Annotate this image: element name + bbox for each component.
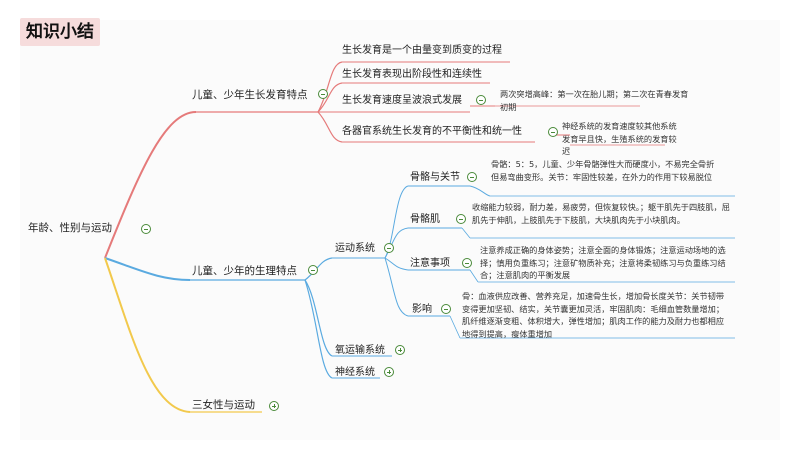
collapse-icon[interactable] (318, 89, 328, 99)
bone-joint-note: 骨骼：5：5，儿童、少年骨骼弹性大而硬度小，不易完全骨折但易弯曲变形。关节：牢固… (491, 159, 715, 182)
growth-item-2[interactable]: 生长发育表现出阶段性和连续性 (342, 69, 482, 80)
precautions-note: 注意养成正确的身体姿势；注意全面的身体锻炼；注意运动场地的选择；慎用负重练习；注… (480, 245, 726, 280)
collapse-icon[interactable] (462, 258, 472, 268)
precautions-node[interactable]: 注意事项 (410, 258, 450, 269)
skeletal-muscle-node[interactable]: 骨骼肌 (410, 214, 440, 225)
bone-joint-node[interactable]: 骨骼与关节 (410, 172, 460, 183)
influence-node[interactable]: 影响 (412, 304, 432, 315)
expand-icon[interactable] (395, 345, 405, 355)
root-node[interactable]: 年龄、性别与运动 (28, 222, 112, 234)
collapse-icon[interactable] (441, 304, 451, 314)
collapse-icon[interactable] (384, 243, 394, 253)
motor-system-node[interactable]: 运动系统 (335, 243, 375, 254)
collapse-icon[interactable] (456, 214, 466, 224)
balance-note: 神经系统的发育速度较其他系统发育早且快，生殖系统的发育较迟 (562, 121, 677, 156)
wave-note: 两次突增高峰：第一次在胎儿期；第二次在青春发育初期 (500, 89, 689, 112)
growth-item-1[interactable]: 生长发育是一个由量变到质变的过程 (342, 45, 502, 56)
expand-icon[interactable] (269, 401, 279, 411)
branch-female-node[interactable]: 三女性与运动 (192, 399, 255, 411)
section-title-tag: 知识小结 (20, 18, 100, 46)
collapse-icon[interactable] (308, 265, 318, 275)
collapse-icon[interactable] (141, 224, 151, 234)
skeletal-muscle-note: 收缩能力较弱，耐力差，易疲劳，但恢复较快。；躯干肌先于四肢肌，屈肌先于伸肌，上肢… (472, 202, 730, 225)
collapse-icon[interactable] (548, 127, 558, 137)
branch-growth-node[interactable]: 儿童、少年生长发育特点 (192, 89, 308, 101)
branch-physiology-node[interactable]: 儿童、少年的生理特点 (192, 265, 297, 277)
growth-item-3[interactable]: 生长发育速度呈波浪式发展 (342, 95, 462, 106)
collapse-icon[interactable] (467, 172, 477, 182)
collapse-icon[interactable] (476, 95, 486, 105)
influence-note: 骨：血液供应改善、营养充足，加速骨生长，增加骨长度关节：关节韧带变得更加坚韧、结… (462, 291, 725, 339)
expand-icon[interactable] (384, 367, 394, 377)
nervous-system-node[interactable]: 神经系统 (335, 367, 375, 378)
oxygen-transport-node[interactable]: 氧运输系统 (335, 345, 385, 356)
growth-item-4[interactable]: 各器官系统生长发育的不平衡性和统一性 (342, 126, 522, 137)
